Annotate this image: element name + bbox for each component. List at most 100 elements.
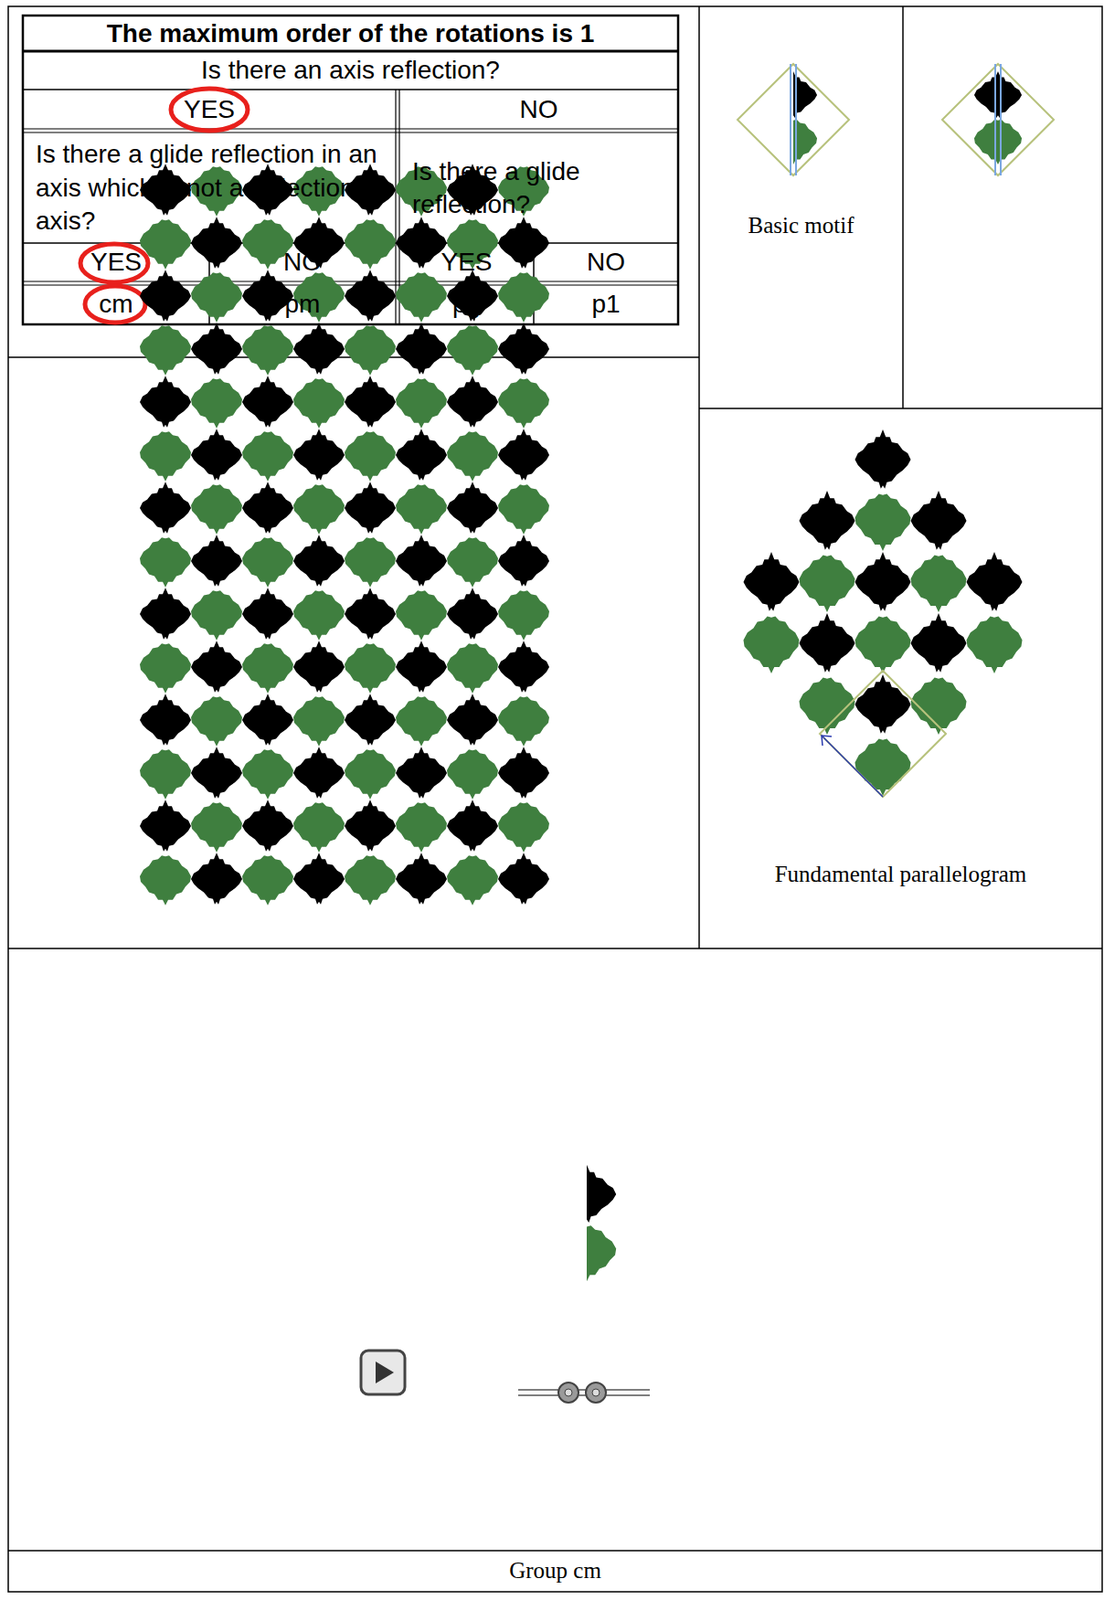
table-rule (22, 127, 679, 129)
tile-shape (395, 590, 447, 641)
black-tile (191, 534, 243, 587)
green-tile (242, 749, 294, 800)
green-tile (854, 739, 911, 797)
black-tile (191, 852, 243, 905)
table-header: The maximum order of the rotations is 1 (22, 16, 679, 52)
slider-knob (558, 1382, 579, 1403)
tile-shape (966, 616, 1022, 675)
green-tile (395, 272, 447, 323)
tile-shape (798, 555, 855, 614)
tile-shape (139, 481, 192, 534)
green-tile (498, 378, 550, 429)
green-tile (446, 325, 499, 376)
black-tile (139, 587, 192, 640)
tile-shape (191, 428, 243, 481)
tile-shape (293, 640, 345, 693)
slider-knob (585, 1382, 606, 1403)
black-tile (344, 587, 396, 640)
tile-shape (344, 855, 396, 906)
tile-shape (395, 640, 447, 693)
black-tile (344, 481, 396, 534)
tile-shape (498, 640, 550, 693)
tile-shape (854, 494, 911, 552)
black-tile (191, 746, 243, 799)
black-tile (293, 640, 345, 693)
green-tile (446, 855, 499, 906)
table-rule (394, 89, 396, 325)
tile-shape (854, 739, 911, 797)
black-tile (498, 322, 550, 375)
play-button (360, 1350, 405, 1395)
black-tile (798, 490, 855, 551)
green-tile (139, 219, 192, 270)
table-answer: YES (399, 244, 534, 282)
tile-shape (293, 802, 345, 853)
tile-shape (293, 852, 345, 905)
tile-shape (293, 746, 345, 799)
tile-shape (139, 855, 192, 906)
tile-shape (910, 613, 966, 673)
table-answer: YES (22, 244, 210, 282)
green-tile (293, 696, 345, 747)
tile-shape (446, 375, 499, 428)
green-tile (242, 325, 294, 376)
tile-shape (191, 272, 243, 323)
black-tile (395, 746, 447, 799)
tile-shape (139, 537, 192, 588)
tile-shape (191, 322, 243, 375)
tile-shape (191, 216, 243, 269)
black-tile (498, 746, 550, 799)
tile-shape (395, 802, 447, 853)
tile-shape (854, 429, 911, 489)
slider-track (518, 1394, 650, 1397)
translation-arrow (821, 735, 883, 797)
black-tile (344, 693, 396, 746)
tile-shape (191, 534, 243, 587)
tile-shape (344, 587, 396, 640)
axis-line (994, 63, 997, 176)
tile-shape (344, 219, 396, 270)
tile-shape (498, 272, 550, 323)
table-question: Is there a glide reflection in an axis w… (22, 133, 396, 244)
motif-diamond (942, 63, 1054, 176)
green-tile (446, 431, 499, 482)
tile-shape (344, 325, 396, 376)
tile-shape (498, 534, 550, 587)
tile-shape (446, 587, 499, 640)
tile-shape (395, 534, 447, 587)
tile-shape (242, 431, 294, 482)
outer-border (8, 6, 1103, 1593)
tile-shape (139, 219, 192, 270)
tile-shape (498, 428, 550, 481)
arrow-head (821, 735, 832, 746)
black-tile (966, 552, 1022, 612)
green-tile (191, 484, 243, 535)
tile-shape (498, 322, 550, 375)
group-name: pm (209, 286, 396, 324)
tile-shape (854, 552, 911, 612)
green-tile (498, 272, 550, 323)
tile-shape (293, 378, 345, 429)
tile-shape (446, 481, 499, 534)
black-tile (139, 375, 192, 428)
green-tile (395, 696, 447, 747)
axis-line (789, 63, 792, 176)
tile-shape (498, 696, 550, 747)
table-question: Is there an axis reflection? (22, 52, 679, 90)
green-tile (395, 378, 447, 429)
tile-shape (293, 696, 345, 747)
green-tile (139, 855, 192, 906)
black-tile (974, 71, 1022, 118)
tile-shape (854, 616, 911, 675)
tile-shape (586, 1225, 616, 1282)
tile-shape (395, 428, 447, 481)
black-tile (395, 216, 447, 269)
tile-shape (139, 431, 192, 482)
tile-shape (293, 322, 345, 375)
green-tile (498, 484, 550, 535)
tile-shape (242, 749, 294, 800)
tile-shape (446, 643, 499, 694)
black-tile (395, 428, 447, 481)
slider-knob-center (592, 1389, 600, 1397)
tile-shape (446, 855, 499, 906)
